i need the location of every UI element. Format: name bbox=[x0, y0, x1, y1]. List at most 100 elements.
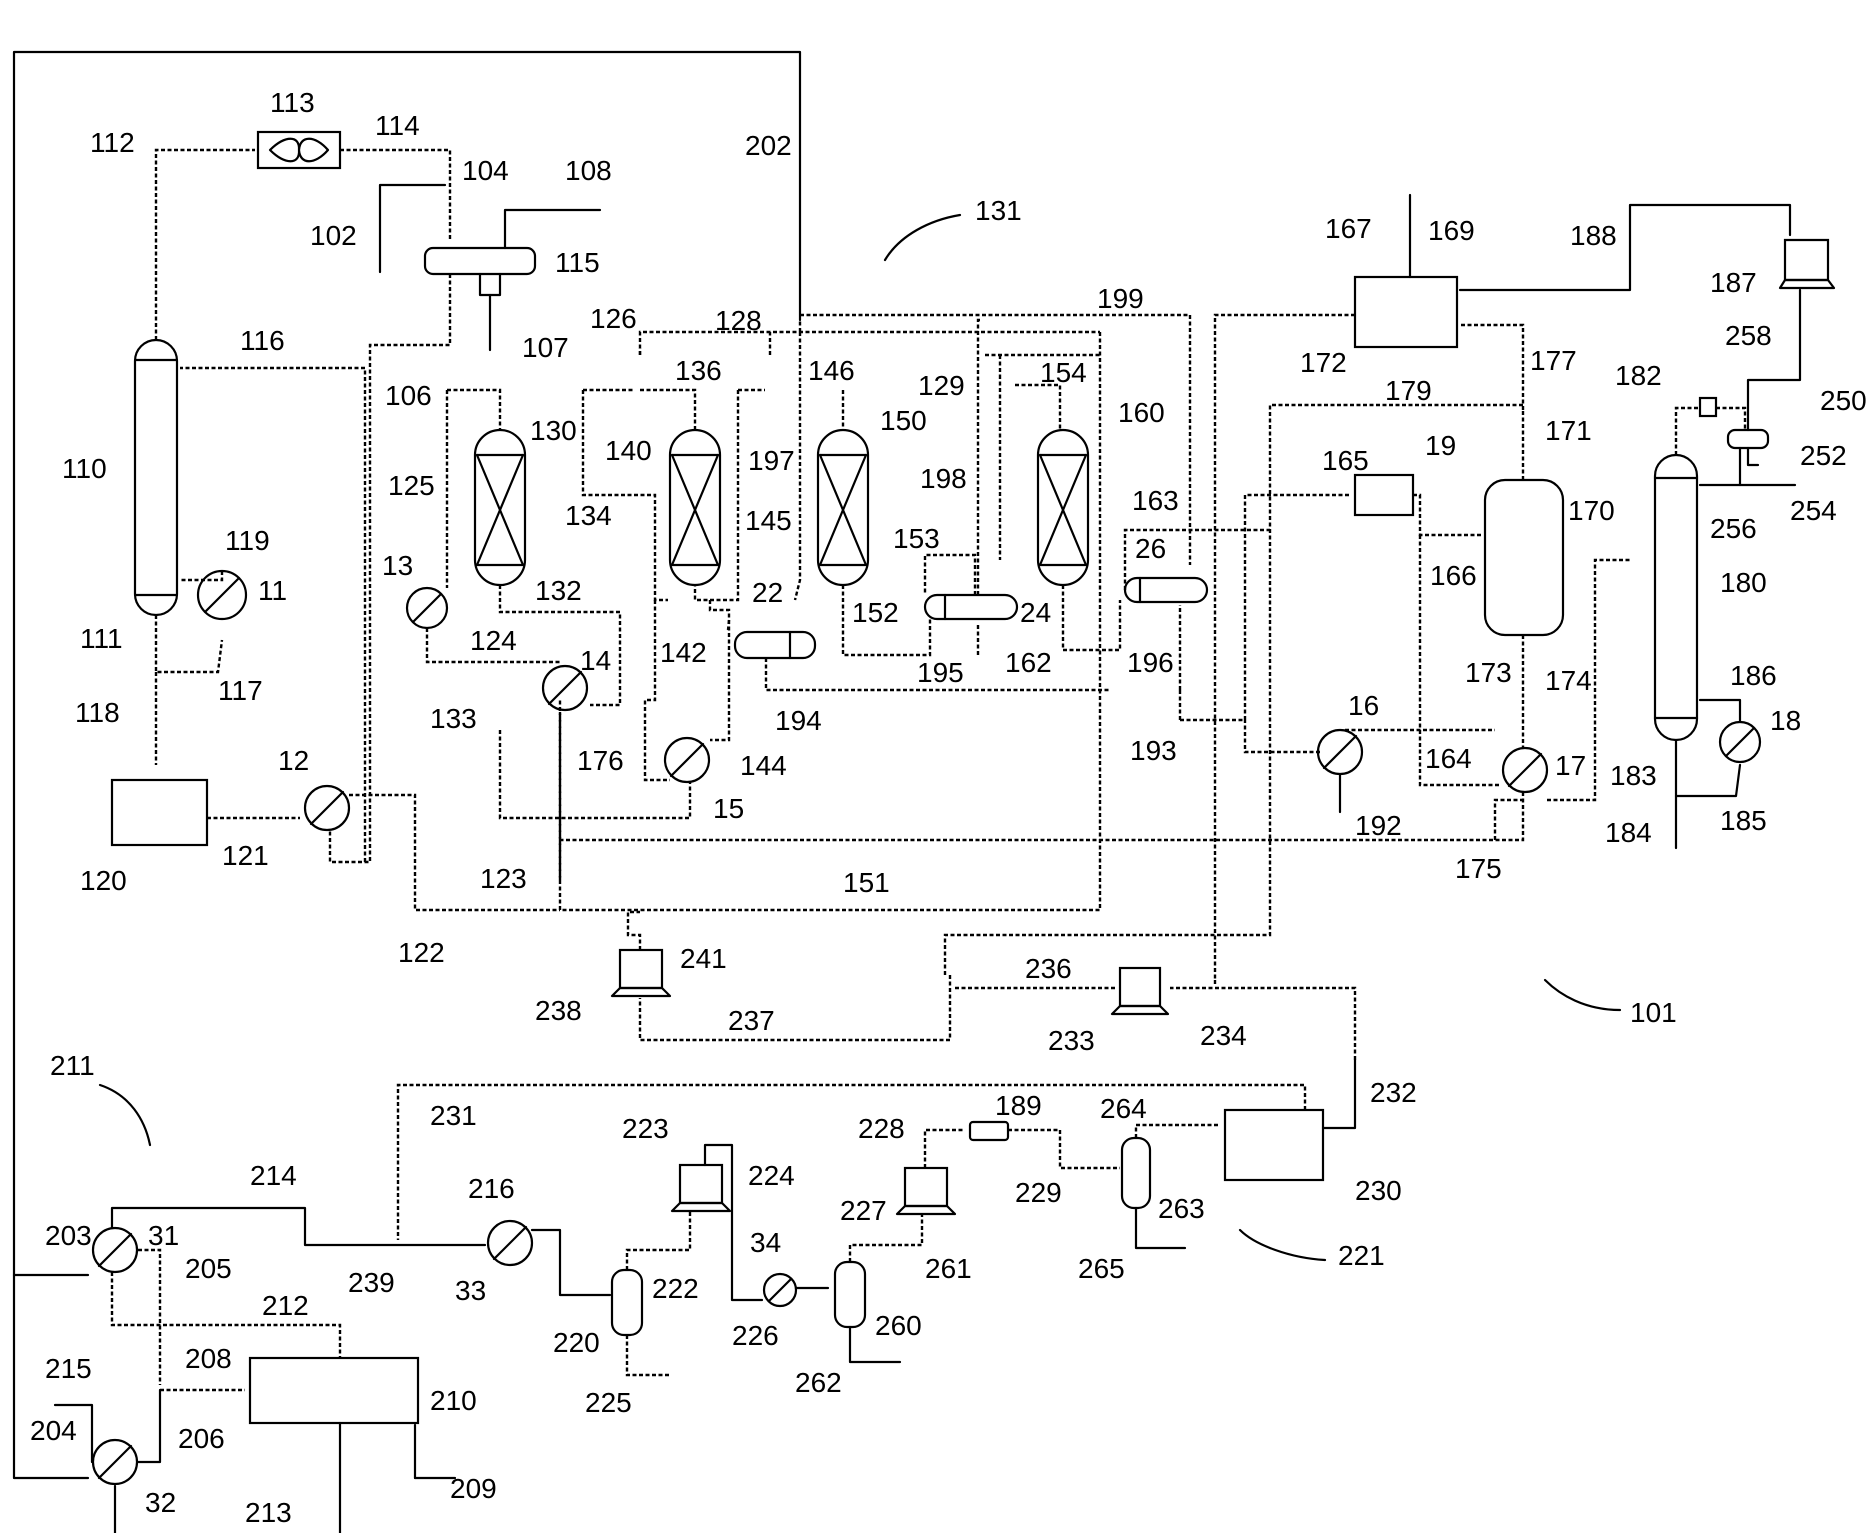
label-114: 114 bbox=[375, 110, 420, 141]
vessel-120 bbox=[112, 780, 207, 845]
label-33: 33 bbox=[455, 1275, 486, 1306]
label-167: 167 bbox=[1325, 213, 1372, 244]
label-196: 196 bbox=[1127, 647, 1174, 678]
label-131: 131 bbox=[975, 195, 1022, 226]
label-175: 175 bbox=[1455, 853, 1502, 884]
label-32: 32 bbox=[145, 1487, 176, 1518]
label-192: 192 bbox=[1355, 810, 1402, 841]
column-110 bbox=[135, 340, 177, 615]
label-215: 215 bbox=[45, 1353, 92, 1384]
label-231: 231 bbox=[430, 1100, 477, 1131]
label-230: 230 bbox=[1355, 1175, 1402, 1206]
exchanger-12 bbox=[305, 786, 349, 830]
label-254: 254 bbox=[1790, 495, 1837, 526]
label-136: 136 bbox=[675, 355, 722, 386]
filter-189 bbox=[970, 1122, 1120, 1168]
label-166: 166 bbox=[1430, 560, 1477, 591]
label-12: 12 bbox=[278, 745, 309, 776]
label-107: 107 bbox=[522, 332, 569, 363]
label-150: 150 bbox=[880, 405, 927, 436]
label-125: 125 bbox=[388, 470, 435, 501]
air-cooler-113 bbox=[258, 132, 340, 168]
label-172: 172 bbox=[1300, 347, 1347, 378]
label-236: 236 bbox=[1025, 953, 1072, 984]
label-177: 177 bbox=[1530, 345, 1577, 376]
label-232: 232 bbox=[1370, 1077, 1417, 1108]
compressor-187 bbox=[1780, 240, 1834, 288]
ref-arrow-101 bbox=[1545, 980, 1620, 1010]
label-193: 193 bbox=[1130, 735, 1177, 766]
label-223: 223 bbox=[622, 1113, 669, 1144]
label-119: 119 bbox=[225, 525, 270, 556]
label-163: 163 bbox=[1132, 485, 1179, 516]
label-142: 142 bbox=[660, 637, 707, 668]
label-162: 162 bbox=[1005, 647, 1052, 678]
label-17: 17 bbox=[1555, 750, 1586, 781]
label-145: 145 bbox=[745, 505, 792, 536]
label-194: 194 bbox=[775, 705, 822, 736]
label-117: 117 bbox=[218, 675, 263, 706]
label-31: 31 bbox=[148, 1220, 179, 1251]
label-104: 104 bbox=[462, 155, 509, 186]
label-15: 15 bbox=[713, 793, 744, 824]
label-250: 250 bbox=[1820, 385, 1867, 416]
label-222: 222 bbox=[652, 1273, 699, 1304]
label-256: 256 bbox=[1710, 513, 1757, 544]
vessel-170 bbox=[1485, 480, 1563, 635]
label-16: 16 bbox=[1348, 690, 1379, 721]
label-189: 189 bbox=[995, 1090, 1042, 1121]
label-169: 169 bbox=[1428, 215, 1475, 246]
label-203: 203 bbox=[45, 1220, 92, 1251]
label-214: 214 bbox=[250, 1160, 297, 1191]
column-180 bbox=[1655, 455, 1697, 740]
label-120: 120 bbox=[80, 865, 127, 896]
label-106: 106 bbox=[385, 380, 432, 411]
label-261: 261 bbox=[925, 1253, 972, 1284]
label-225: 225 bbox=[585, 1387, 632, 1418]
label-111: 111 bbox=[80, 623, 123, 654]
compressor-227 bbox=[897, 1130, 965, 1214]
vessel-230 bbox=[1225, 1110, 1323, 1180]
label-208: 208 bbox=[185, 1343, 232, 1374]
label-128: 128 bbox=[715, 305, 762, 336]
label-226: 226 bbox=[732, 1320, 779, 1351]
label-252: 252 bbox=[1800, 440, 1847, 471]
label-237: 237 bbox=[728, 1005, 775, 1036]
label-187: 187 bbox=[1710, 267, 1757, 298]
label-265: 265 bbox=[1078, 1253, 1125, 1284]
label-185: 185 bbox=[1720, 805, 1767, 836]
label-123: 123 bbox=[480, 863, 527, 894]
stream-179 bbox=[945, 405, 1523, 975]
label-183: 183 bbox=[1610, 760, 1657, 791]
label-115: 115 bbox=[555, 247, 600, 278]
label-258: 258 bbox=[1725, 320, 1772, 351]
stream-177 bbox=[1460, 325, 1523, 480]
label-224: 224 bbox=[748, 1160, 795, 1191]
label-227: 227 bbox=[840, 1195, 887, 1226]
label-151: 151 bbox=[843, 867, 890, 898]
label-18: 18 bbox=[1770, 705, 1801, 736]
label-234: 234 bbox=[1200, 1020, 1247, 1051]
label-118: 118 bbox=[75, 697, 120, 728]
label-171: 171 bbox=[1545, 415, 1592, 446]
label-211: 211 bbox=[50, 1050, 95, 1081]
label-209: 209 bbox=[450, 1473, 497, 1504]
label-176: 176 bbox=[577, 745, 624, 776]
stream-232 bbox=[1323, 1060, 1355, 1128]
label-26: 26 bbox=[1135, 533, 1166, 564]
ref-arrow-221 bbox=[1240, 1230, 1325, 1260]
label-112: 112 bbox=[90, 127, 135, 158]
label-34: 34 bbox=[750, 1227, 781, 1258]
label-14: 14 bbox=[580, 645, 611, 676]
label-160: 160 bbox=[1118, 397, 1165, 428]
label-130: 130 bbox=[530, 415, 577, 446]
stream-151 bbox=[560, 332, 1100, 910]
label-144: 144 bbox=[740, 750, 787, 781]
label-213: 213 bbox=[245, 1497, 292, 1528]
label-210: 210 bbox=[430, 1385, 477, 1416]
stream-112 bbox=[156, 150, 255, 340]
label-260: 260 bbox=[875, 1310, 922, 1341]
label-179: 179 bbox=[1385, 375, 1432, 406]
label-173: 173 bbox=[1465, 657, 1512, 688]
